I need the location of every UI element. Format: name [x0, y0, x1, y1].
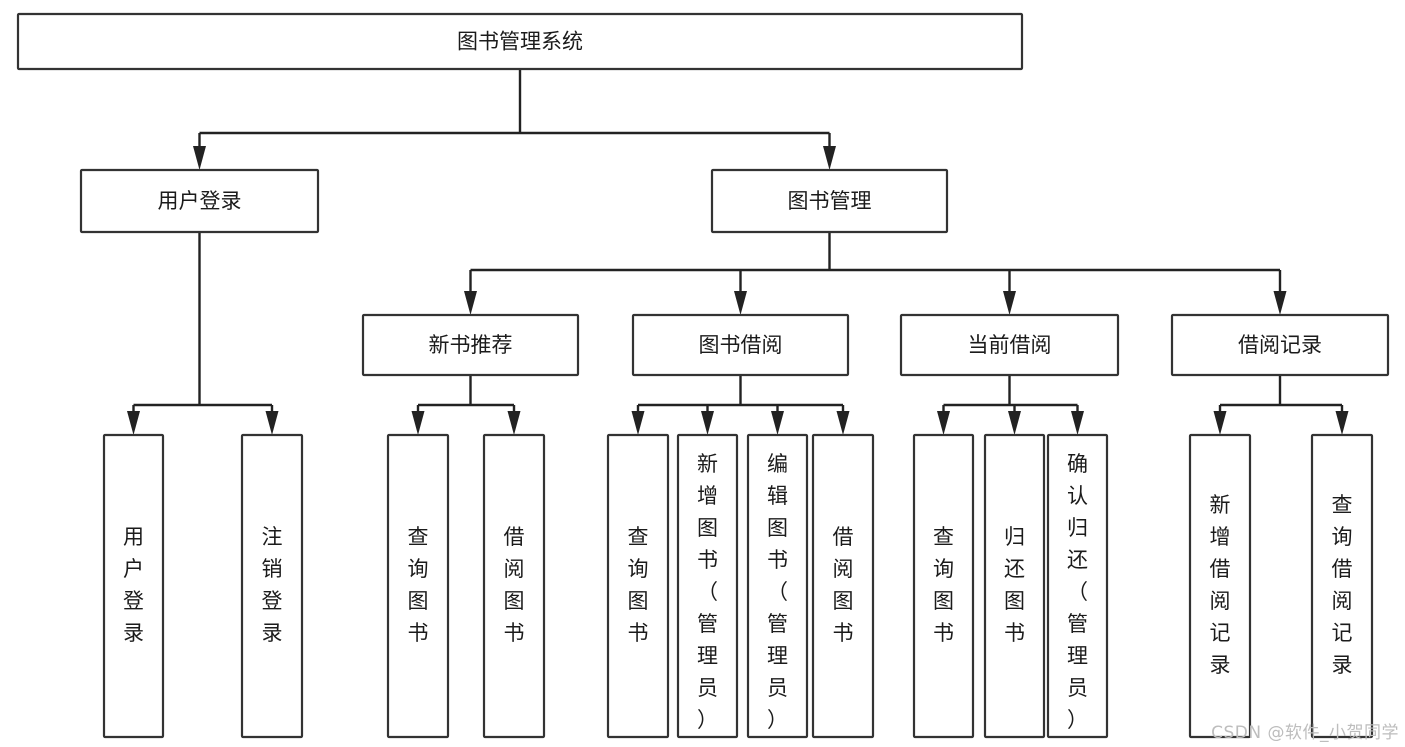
node-label: 用户登录 [158, 189, 242, 213]
node-box[interactable] [102, 433, 165, 739]
node-box[interactable] [79, 168, 320, 234]
node-leaf-borrow-book-rec[interactable]: 借阅图书 [482, 433, 546, 739]
node-leaf-borrow-book[interactable]: 借阅图书 [811, 433, 875, 739]
node-box[interactable] [912, 433, 975, 739]
node-label: 当前借阅 [968, 333, 1052, 357]
node-label: 图书借阅 [699, 333, 783, 357]
node-leaf-query-book-rec[interactable]: 查询图书 [386, 433, 450, 739]
node-label: 查询图书 [933, 525, 954, 645]
node-label: 用户登录 [123, 525, 144, 645]
node-label: 查询图书 [408, 525, 429, 645]
node-box[interactable] [746, 433, 809, 739]
arrow-head [836, 411, 850, 435]
node-label: 新书推荐 [429, 333, 513, 357]
node-label: 借阅图书 [833, 525, 854, 645]
node-borrow-record[interactable]: 借阅记录 [1170, 313, 1390, 377]
arrow-head [127, 411, 140, 435]
node-box[interactable] [676, 433, 739, 739]
arrow-head [1335, 411, 1349, 435]
node-label: 归还图书 [1004, 525, 1025, 645]
arrow-head [1008, 411, 1021, 435]
node-leaf-user-login[interactable]: 用户登录 [102, 433, 165, 739]
node-box[interactable] [1170, 313, 1390, 377]
node-leaf-logout[interactable]: 注销登录 [240, 433, 304, 739]
node-box[interactable] [16, 12, 1024, 71]
node-box[interactable] [631, 313, 850, 377]
node-box[interactable] [361, 313, 580, 377]
node-book-borrow[interactable]: 图书借阅 [631, 313, 850, 377]
arrow-head [265, 411, 279, 435]
node-leaf-query-book-borrow[interactable]: 查询图书 [606, 433, 670, 739]
arrow-head [507, 411, 521, 435]
node-new-book-recommend[interactable]: 新书推荐 [361, 313, 580, 377]
arrow-head [823, 146, 836, 170]
arrow-head [1003, 291, 1016, 315]
arrow-head [734, 291, 747, 315]
node-label: 借阅图书 [504, 525, 525, 645]
node-label: 确认归还（管理员） [1067, 452, 1088, 732]
node-leaf-confirm-return[interactable]: 确认归还（管理员） [1046, 433, 1109, 739]
node-leaf-add-record[interactable]: 新增借阅记录 [1188, 433, 1252, 739]
node-root[interactable]: 图书管理系统 [16, 12, 1024, 71]
node-box[interactable] [710, 168, 949, 234]
arrow-head [771, 411, 784, 435]
node-label: 新增图书（管理员） [697, 452, 718, 732]
arrow-head [631, 411, 645, 435]
arrow-head [1071, 411, 1084, 435]
arrow-head [937, 411, 950, 435]
arrow-head [1213, 411, 1227, 435]
node-leaf-query-record[interactable]: 查询借阅记录 [1310, 433, 1374, 739]
node-box[interactable] [1046, 433, 1109, 739]
node-box[interactable] [606, 433, 670, 739]
node-box[interactable] [983, 433, 1046, 739]
node-user-login[interactable]: 用户登录 [79, 168, 320, 234]
arrow-head [701, 411, 714, 435]
node-box[interactable] [1310, 433, 1374, 739]
node-leaf-add-book[interactable]: 新增图书（管理员） [676, 433, 739, 739]
node-box[interactable] [899, 313, 1120, 377]
node-leaf-return-book[interactable]: 归还图书 [983, 433, 1046, 739]
node-leaf-query-book-cur[interactable]: 查询图书 [912, 433, 975, 739]
node-box[interactable] [240, 433, 304, 739]
node-label: 查询图书 [628, 525, 649, 645]
node-label: 查询借阅记录 [1332, 493, 1353, 677]
arrow-head [411, 411, 425, 435]
node-box[interactable] [1188, 433, 1252, 739]
node-leaf-edit-book[interactable]: 编辑图书（管理员） [746, 433, 809, 739]
node-current-borrow[interactable]: 当前借阅 [899, 313, 1120, 377]
arrow-head [1273, 291, 1287, 315]
node-label: 借阅记录 [1238, 333, 1322, 357]
node-box[interactable] [386, 433, 450, 739]
node-label: 新增借阅记录 [1210, 493, 1231, 677]
node-label: 图书管理系统 [457, 30, 583, 54]
arrow-head [193, 146, 206, 170]
arrow-head [464, 291, 477, 315]
node-book-manage[interactable]: 图书管理 [710, 168, 949, 234]
node-box[interactable] [811, 433, 875, 739]
node-label: 注销登录 [262, 525, 283, 645]
node-label: 编辑图书（管理员） [767, 452, 788, 732]
node-label: 图书管理 [788, 189, 872, 213]
node-box[interactable] [482, 433, 546, 739]
